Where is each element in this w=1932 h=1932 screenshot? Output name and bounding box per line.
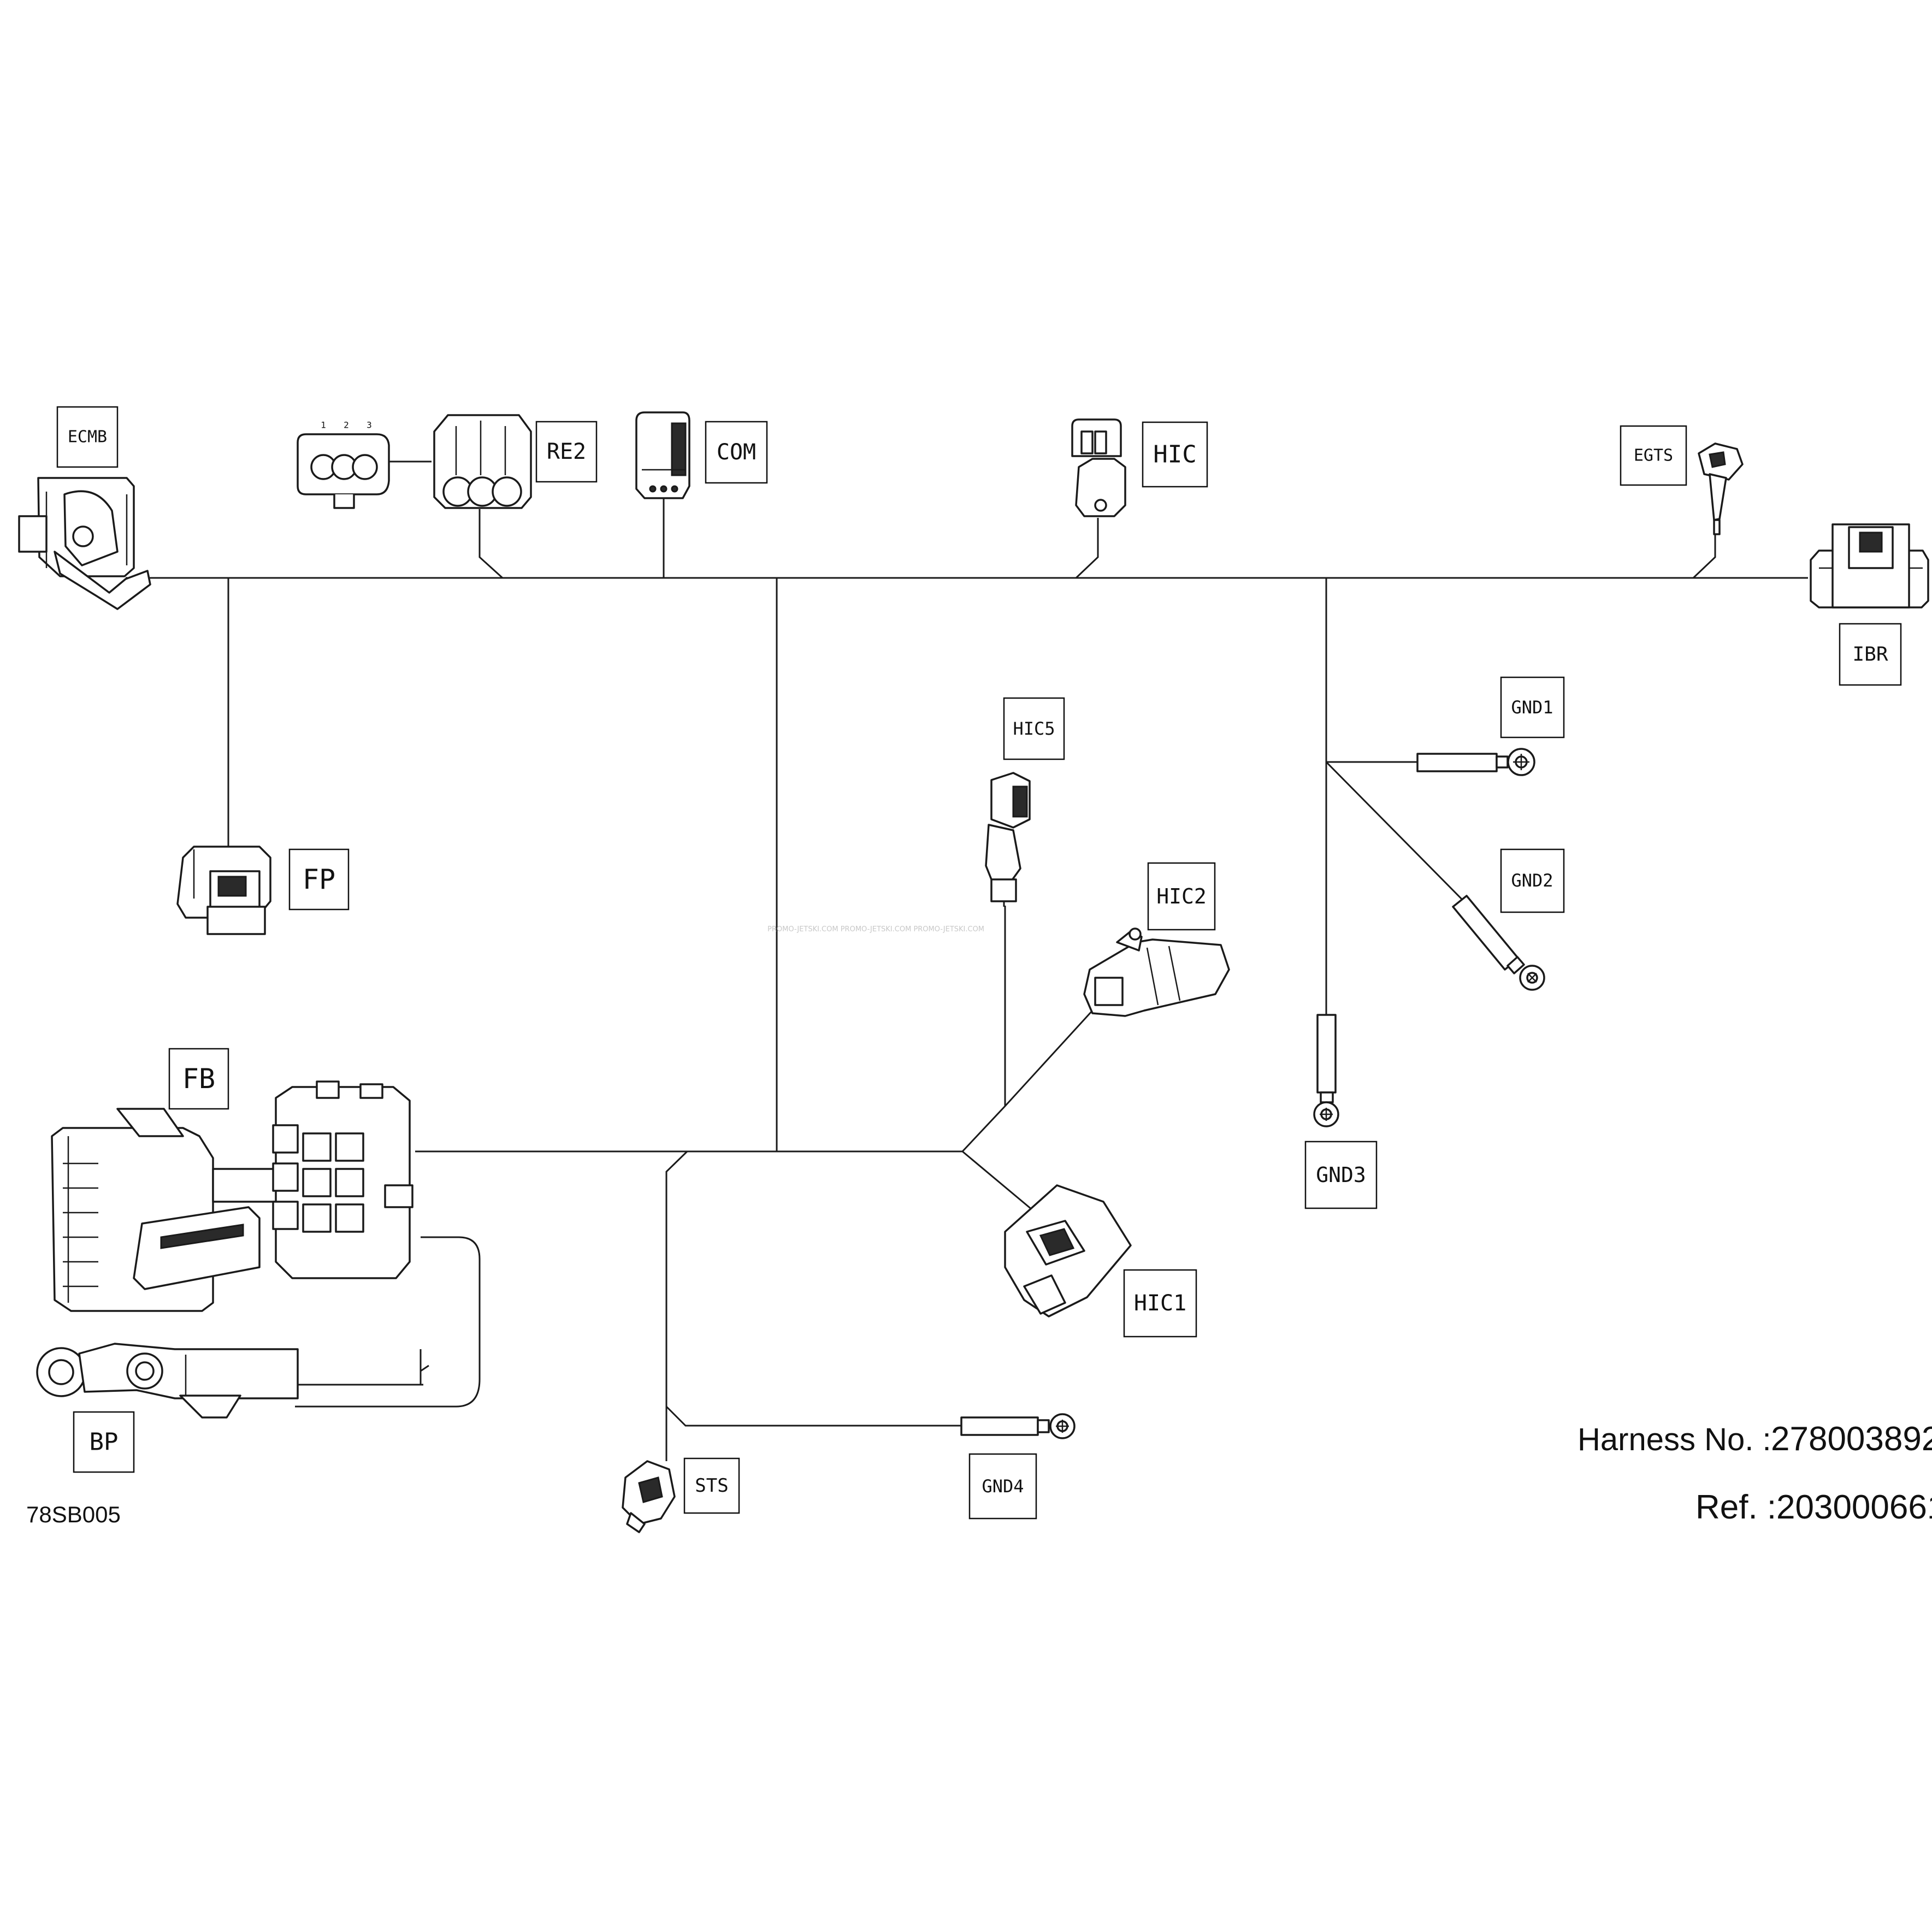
label-hic1: HIC1 [1123,1269,1197,1338]
ref-value: 203000661 [1776,1488,1932,1526]
label-ibr: IBR [1839,623,1902,686]
fb-fuse-box-icon [51,1080,413,1312]
gnd4-ring-terminal-icon [960,1413,1076,1439]
svg-text:GND3: GND3 [1316,1163,1366,1187]
svg-text:ECMB: ECMB [68,428,107,447]
ref-label: Ref. : [1695,1488,1776,1526]
label-gnd3: GND3 [1304,1141,1378,1209]
label-sts: STS [683,1457,740,1514]
re2-pin-numbers: 1 2 3 [321,420,372,430]
svg-text:IBR: IBR [1852,643,1888,666]
ecmb-connector-icon [18,477,151,610]
gnd3-ring-terminal-icon [1313,1014,1339,1127]
label-fb: FB [168,1048,229,1110]
hic-connector-icon [1071,418,1126,517]
egts-connector-icon [1698,442,1744,535]
harness-number-label: Harness No. : [1577,1422,1771,1457]
fp-connector-icon [176,846,271,935]
label-bp: BP [73,1411,135,1473]
hic5-connector-icon [985,772,1031,907]
label-egts: EGTS [1620,425,1687,486]
drawing-code: 78SB005 [26,1502,121,1527]
label-hic2: HIC2 [1147,862,1216,931]
svg-text:GND2: GND2 [1511,870,1553,891]
bp-battery-terminal-icon [36,1343,299,1419]
gnd1-ring-terminal-icon [1416,748,1535,776]
harness-wires [126,498,1808,1461]
harness-info: Harness No. : 278003892 Ref. : 203000661… [26,1420,1932,1527]
label-com: COM [705,421,768,484]
svg-text:STS: STS [695,1475,728,1497]
svg-text:GND1: GND1 [1511,697,1553,718]
svg-text:HIC1: HIC1 [1134,1291,1186,1316]
svg-text:HIC5: HIC5 [1013,718,1055,739]
harness-number-value: 278003892 [1771,1420,1932,1458]
label-gnd2: GND2 [1500,848,1565,913]
svg-text:FB: FB [182,1063,215,1095]
re2-connector-icon [297,414,532,509]
label-re2: RE2 [535,421,598,483]
ibr-connector-icon [1810,523,1929,608]
label-hic: HIC [1142,421,1208,488]
svg-text:BP: BP [90,1428,119,1456]
label-gnd4: GND4 [968,1453,1037,1520]
label-gnd1: GND1 [1500,676,1565,738]
pin-number-1: 1 [321,420,326,430]
hic1-connector-icon [1004,1184,1132,1317]
svg-text:GND4: GND4 [982,1476,1024,1497]
svg-text:FP: FP [303,864,335,895]
com-connector-icon [635,411,690,499]
pin-number-2: 2 [344,420,349,430]
hic2-connector-icon [1083,927,1230,1017]
pin-number-3: 3 [367,420,372,430]
label-ecmb: ECMB [56,406,119,468]
sts-connector-icon [622,1460,676,1533]
svg-text:HIC: HIC [1153,441,1196,469]
svg-text:EGTS: EGTS [1634,446,1673,465]
svg-text:HIC2: HIC2 [1156,884,1207,908]
gnd2-ring-terminal-icon [1452,895,1545,991]
svg-text:RE2: RE2 [547,439,586,464]
label-hic5: HIC5 [1003,697,1065,760]
watermark-text: PROMO-JETSKI.COM PROMO-JETSKI.COM PROMO-… [767,925,984,933]
svg-text:COM: COM [717,440,756,465]
label-fp: FP [288,848,350,911]
